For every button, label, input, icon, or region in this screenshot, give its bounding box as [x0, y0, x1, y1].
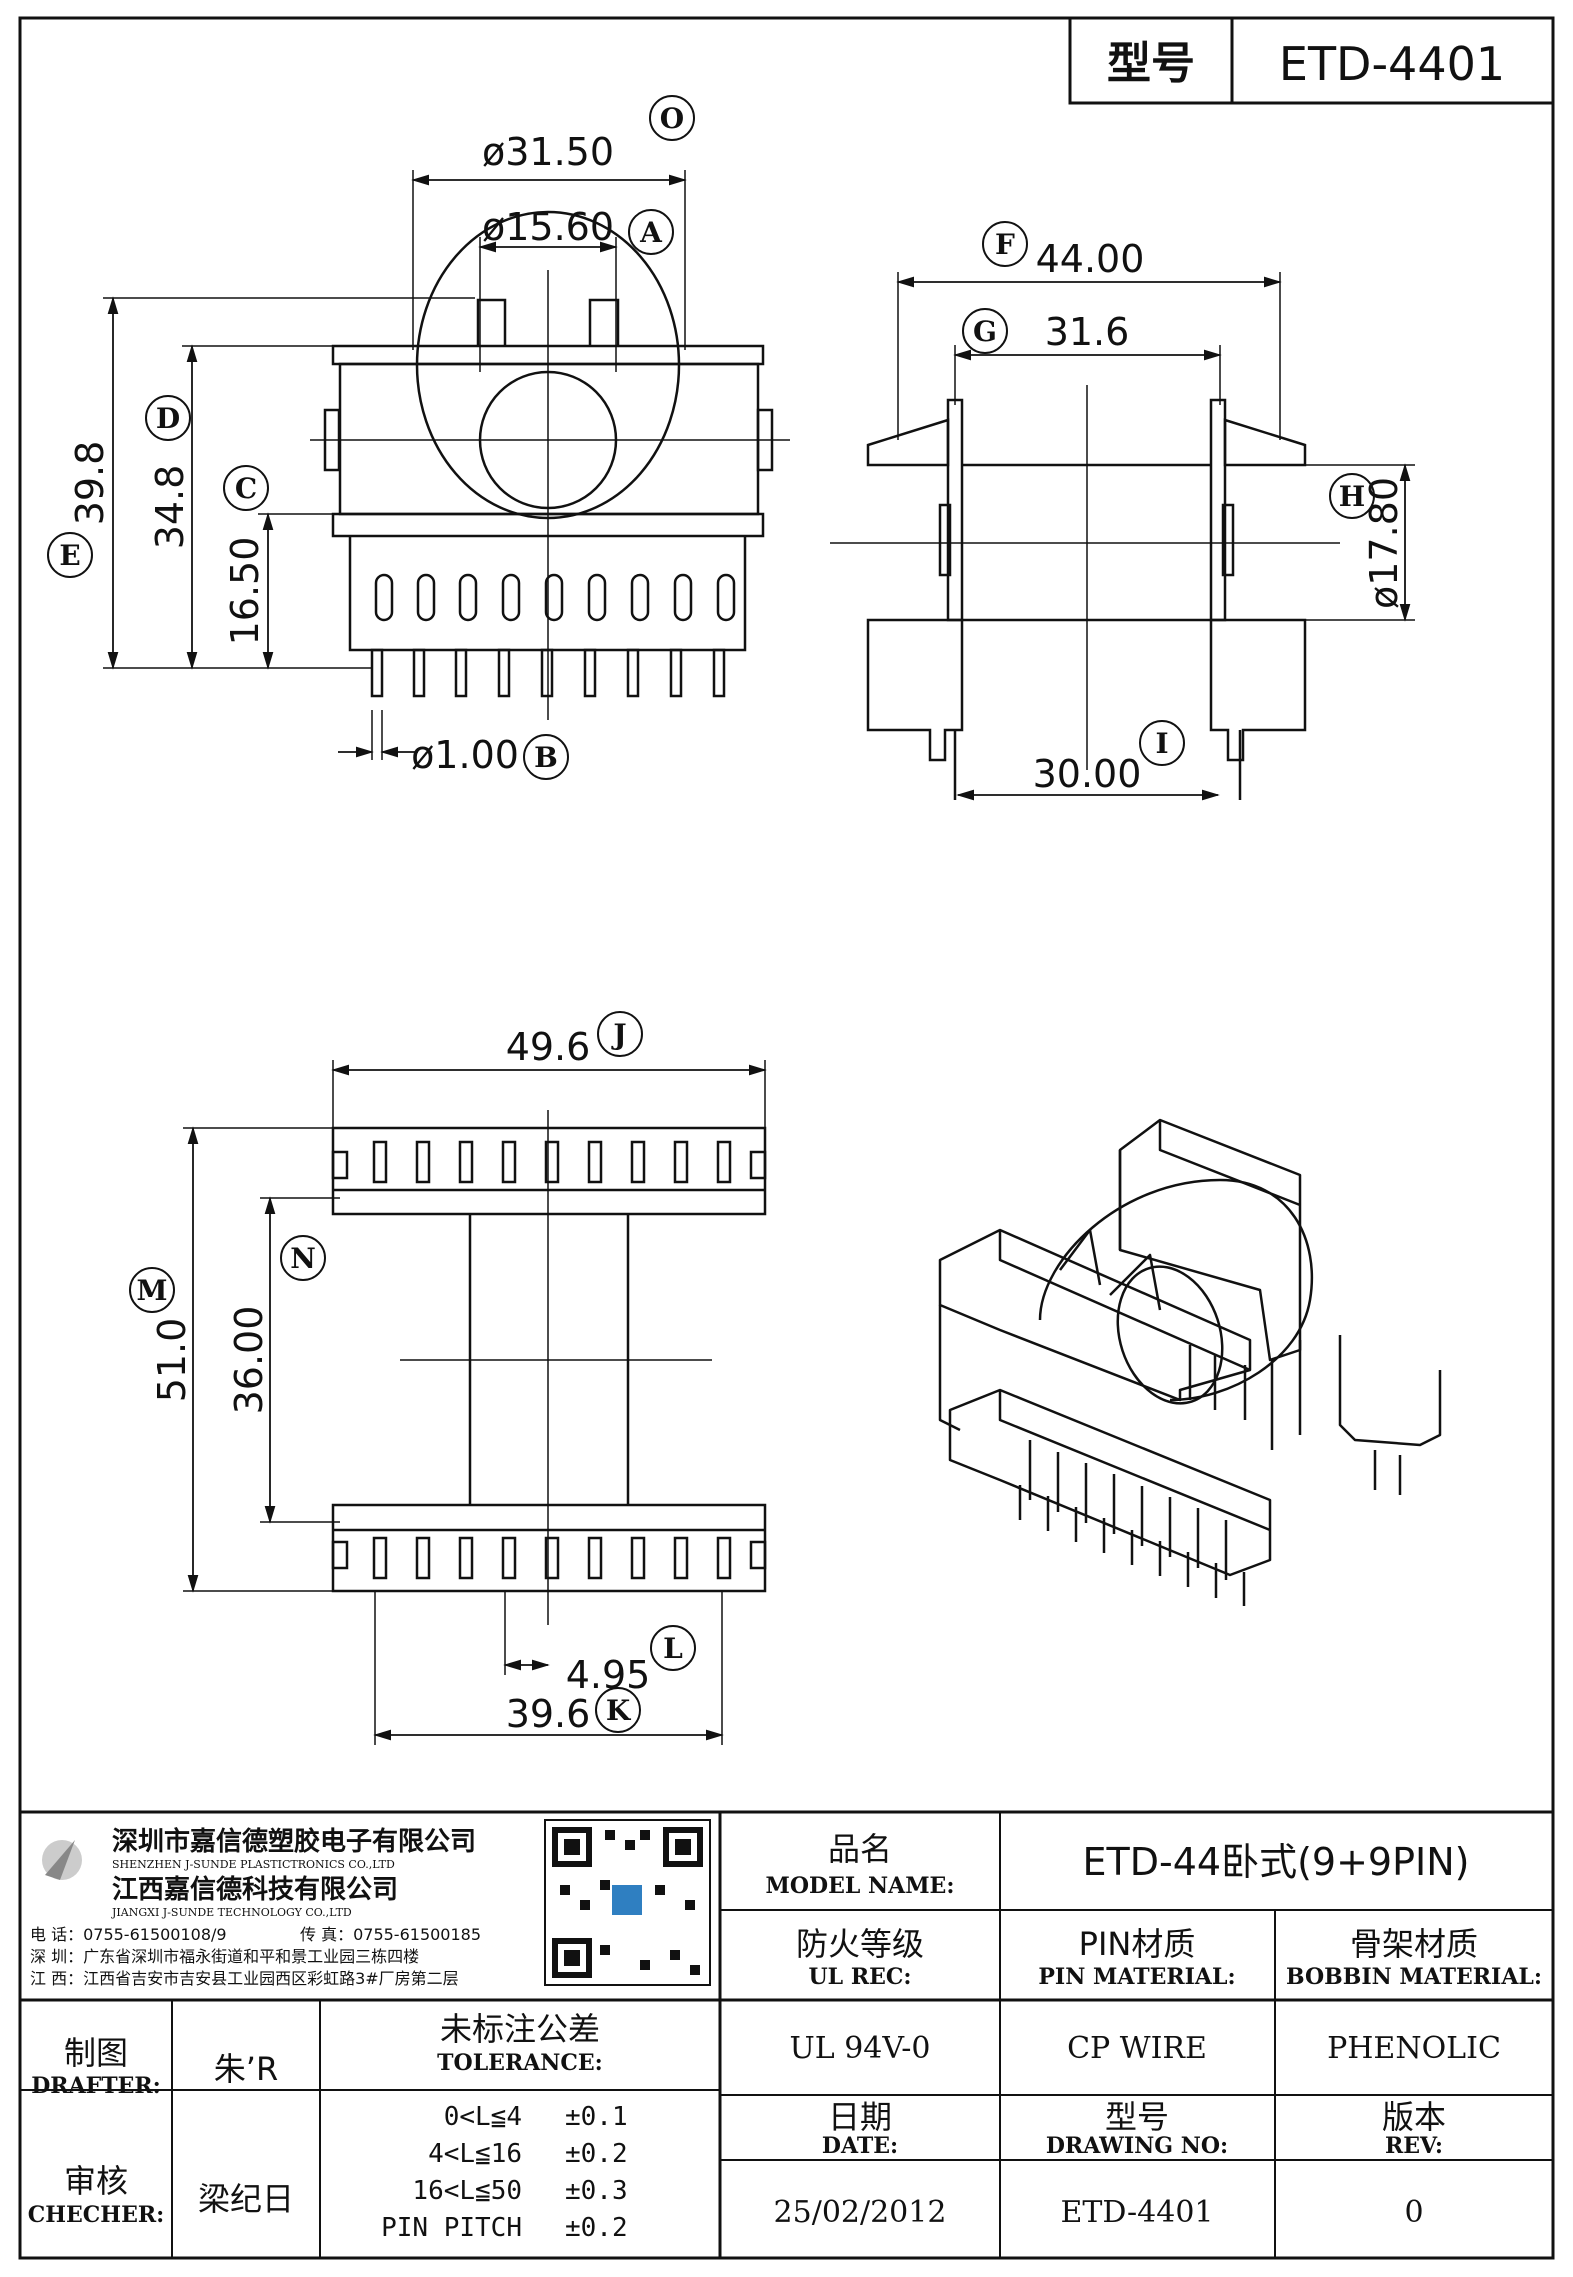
tolerance-range: 0<L≦4 [444, 2102, 522, 2132]
drawing-cn: 型号 [1105, 2098, 1169, 2136]
label-c: C [235, 472, 257, 505]
label-g: G [973, 315, 997, 348]
company-name-en-1: SHENZHEN J-SUNDE PLASTICTRONICS CO.,LTD [112, 1858, 395, 1871]
label-k: K [606, 1694, 632, 1727]
company-name-cn-2: 江西嘉信德科技有限公司 [112, 1875, 398, 1905]
tolerance-cn: 未标注公差 [440, 2010, 600, 2048]
sheet-border [18, 16, 1555, 2260]
front-view-labels: ø31.50 O ø15.60 A 39.8 E 34.8 D 16.50 C … [47, 95, 695, 780]
label-d: D [156, 402, 180, 435]
label-e: E [59, 539, 80, 572]
checker-value: 梁纪日 [198, 2180, 294, 2218]
checker-en: CHECHER: [28, 2202, 165, 2228]
model-name-value: ETD-44卧式(9+9PIN) [1083, 1840, 1470, 1884]
dim-bottom-width: 49.6 [506, 1025, 591, 1069]
bobbin-mat-cn: 骨架材质 [1350, 1925, 1478, 1963]
label-l: L [663, 1632, 683, 1665]
drafter-cn: 制图 [64, 2034, 128, 2072]
company-name-cn-1: 深圳市嘉信德塑胶电子有限公司 [112, 1826, 476, 1857]
date-value: 25/02/2012 [774, 2195, 947, 2230]
dim-low-height: 16.50 [223, 537, 267, 646]
tolerance-range: 4<L≦16 [428, 2139, 522, 2169]
tolerance-range: PIN PITCH [381, 2213, 522, 2243]
label-b: B [534, 741, 558, 774]
pin-mat-cn: PIN材质 [1079, 1925, 1196, 1963]
dim-side-inner-width: 31.6 [1045, 310, 1130, 354]
front-pins [370, 648, 726, 698]
header-box: 型号 ETD-4401 [1068, 16, 1555, 105]
label-a: A [639, 216, 663, 249]
dim-side-outer-width: 44.00 [1036, 237, 1145, 281]
dim-inner-dia: ø15.60 [482, 205, 614, 249]
header-model-label: 型号 [1107, 38, 1195, 89]
front-pin-slots [374, 573, 736, 622]
bobbin-mat-value: PHENOLIC [1327, 2031, 1501, 2066]
tolerance-value: ±0.1 [565, 2102, 628, 2132]
rev-value: 0 [1404, 2195, 1423, 2230]
dim-mid-height: 34.8 [148, 465, 192, 550]
date-en: DATE: [822, 2133, 898, 2159]
dim-side-pin-span: 30.00 [1033, 752, 1142, 796]
ul-en: UL REC: [809, 1964, 912, 1990]
ul-cn: 防火等级 [796, 1925, 924, 1963]
label-o: O [660, 102, 684, 135]
dim-pin-dia: ø1.00 [411, 733, 519, 777]
tolerance-value: ±0.2 [565, 2139, 628, 2169]
dim-pin-width: 39.6 [506, 1692, 591, 1736]
isometric-view [938, 1118, 1442, 1606]
tolerance-range: 16<L≦50 [412, 2176, 522, 2206]
bottom-view [183, 1060, 767, 1745]
tolerance-value: ±0.3 [565, 2176, 628, 2206]
company-info: 深圳市嘉信德塑胶电子有限公司 SHENZHEN J-SUNDE PLASTICT… [30, 1826, 481, 1988]
company-addr-jx: 江 西：江西省吉安市吉安县工业园西区彩虹路3#厂房第二层 [30, 1969, 459, 1988]
dim-total-height: 39.8 [68, 441, 112, 526]
checker-cn: 审核 [64, 2162, 128, 2200]
side-view [830, 272, 1415, 801]
qr-code [544, 1819, 711, 1986]
model-name-cn: 品名 [828, 1830, 892, 1868]
side-view-labels: F 44.00 G 31.6 H ø17.80 30.00 I [962, 221, 1406, 796]
model-name-en: MODEL NAME: [766, 1873, 955, 1899]
company-name-en-2: JIANGXI J-SUNDE TECHNOLOGY CO.,LTD [111, 1906, 352, 1919]
dim-side-dia: ø17.80 [1362, 477, 1406, 609]
drawing-en: DRAWING NO: [1046, 2133, 1228, 2159]
tolerance-en: TOLERANCE: [437, 2050, 603, 2076]
date-cn: 日期 [828, 2098, 892, 2136]
bottom-top-pins [372, 1140, 732, 1184]
bobbin-mat-en: BOBBIN MATERIAL: [1286, 1964, 1542, 1990]
label-f: F [995, 228, 1015, 261]
pin-mat-value: CP WIRE [1067, 2031, 1207, 2066]
header-model-value: ETD-4401 [1279, 37, 1505, 91]
ul-value: UL 94V-0 [789, 2031, 930, 2066]
label-h: H [1339, 480, 1365, 513]
company-phone: 电 话：0755-61500108/9 [30, 1925, 227, 1944]
pin-mat-en: PIN MATERIAL: [1038, 1964, 1235, 1990]
label-j: J [610, 1018, 626, 1051]
drafter-en: DRAFTER: [31, 2073, 161, 2099]
company-addr-sz: 深 圳：广东省深圳市福永街道和平和景工业园三栋四楼 [30, 1947, 419, 1966]
front-view [103, 170, 790, 760]
iso-front-pins [1018, 1440, 1246, 1606]
label-n: N [290, 1242, 316, 1275]
dim-outer-dia: ø31.50 [482, 130, 614, 174]
label-i: I [1155, 727, 1168, 760]
label-m: M [137, 1274, 168, 1307]
dim-row-spacing: 36.00 [227, 1306, 271, 1415]
bottom-view-labels: 49.6 J M 51.0 N 36.00 4.95 L 39.6 K [129, 1011, 696, 1736]
title-block [18, 1810, 1555, 2260]
rev-en: REV: [1385, 2133, 1443, 2159]
bottom-bottom-pins [372, 1536, 732, 1580]
title-block-text: 品名 MODEL NAME: ETD-44卧式(9+9PIN) 防火等级 UL … [28, 1830, 1542, 2243]
drafter-value: 朱’R [214, 2050, 278, 2088]
tolerance-value: ±0.2 [565, 2213, 628, 2243]
company-fax: 传 真：0755-61500185 [300, 1925, 481, 1944]
company-logo [42, 1840, 82, 1880]
rev-cn: 版本 [1382, 2098, 1446, 2136]
drawing-value: ETD-4401 [1060, 2195, 1213, 2230]
dim-bottom-height: 51.0 [150, 1318, 194, 1403]
